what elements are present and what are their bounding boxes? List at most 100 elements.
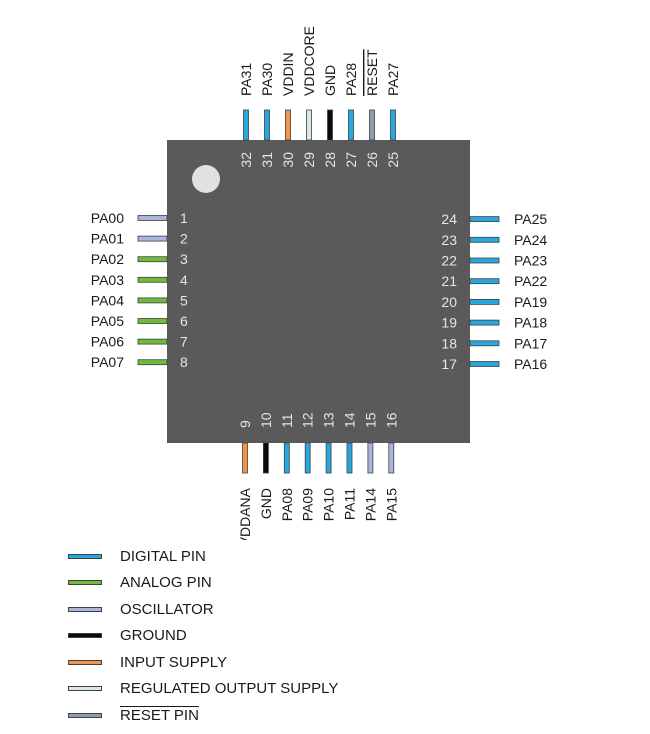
- legend-swatch-reset-pin: [68, 712, 102, 718]
- pin-number-13: 13: [321, 412, 337, 428]
- legend: DIGITAL PIN ANALOG PIN OSCILLATOR GROUND INP…: [68, 543, 338, 729]
- pin-number-23: 23: [441, 232, 457, 248]
- pin-31-lead: [264, 109, 270, 141]
- legend-swatch-regulated-output-supply: [68, 686, 102, 692]
- pin-number-1: 1: [180, 210, 188, 226]
- pin-label-pa02: PA02: [91, 251, 124, 267]
- pin-label-pa03: PA03: [91, 272, 124, 288]
- pin-16-lead: [388, 442, 395, 474]
- legend-label-oscillator: OSCILLATOR: [120, 600, 214, 618]
- pin-number-9: 9: [237, 420, 253, 428]
- pin-4-lead: [137, 276, 168, 283]
- pin-number-5: 5: [180, 292, 188, 308]
- pin1-marker-dot: [192, 165, 220, 193]
- pin-label-gnd: GND: [322, 65, 338, 96]
- pin-30-lead: [285, 109, 291, 141]
- pin-label-pa23: PA23: [514, 253, 547, 269]
- pin-5-lead: [137, 297, 168, 304]
- pin-label-vddana: VDDANA: [237, 487, 253, 540]
- chip-pinout-diagram: 1PA002PA013PA024PA035PA046PA057PA068PA07…: [91, 26, 548, 540]
- pin-number-12: 12: [300, 412, 316, 428]
- legend-item-digital-pin: DIGITAL PIN: [68, 543, 338, 570]
- pin-number-26: 26: [364, 152, 380, 168]
- pin-17-lead: [469, 361, 500, 367]
- pin-label-pa30: PA30: [259, 63, 275, 96]
- pin-number-28: 28: [322, 152, 338, 168]
- pin-number-19: 19: [441, 315, 457, 331]
- pin-label-pa31: PA31: [238, 63, 254, 96]
- pin-label-pa18: PA18: [514, 315, 547, 331]
- pin-label-pa09: PA09: [300, 488, 316, 521]
- pin-number-24: 24: [441, 211, 457, 227]
- pin-label-pa25: PA25: [514, 211, 547, 227]
- pin-number-10: 10: [258, 412, 274, 428]
- pin-number-21: 21: [441, 273, 457, 289]
- pin-label-pa06: PA06: [91, 334, 124, 350]
- pin-label-pa24: PA24: [514, 232, 547, 248]
- pin-number-25: 25: [385, 152, 401, 168]
- pin-3-lead: [137, 256, 168, 263]
- pin-label-pa27: PA27: [385, 63, 401, 96]
- pin-number-15: 15: [362, 412, 378, 428]
- legend-swatch-oscillator: [68, 606, 102, 612]
- pin-label-pa17: PA17: [514, 335, 547, 351]
- legend-item-input-supply: INPUT SUPPLY: [68, 649, 338, 676]
- pin-label-pa05: PA05: [91, 313, 124, 329]
- legend-item-ground: GROUND: [68, 623, 338, 650]
- pin-27-lead: [348, 109, 354, 141]
- pin-label-pa04: PA04: [91, 292, 124, 308]
- pin-label-pa19: PA19: [514, 294, 547, 310]
- pin-25-lead: [390, 109, 396, 141]
- pin-28-lead: [327, 109, 333, 141]
- pin-label-pa16: PA16: [514, 356, 547, 372]
- pin-11-lead: [283, 442, 290, 474]
- pin-2-lead: [137, 235, 168, 242]
- pin-22-lead: [469, 257, 500, 264]
- pin-number-17: 17: [441, 356, 457, 372]
- pin-label-pa14: PA14: [362, 488, 378, 521]
- legend-item-regulated-output-supply: REGULATED OUTPUT SUPPLY: [68, 676, 338, 703]
- pin-15-lead: [367, 442, 374, 474]
- pin-label-pa01: PA01: [91, 231, 124, 247]
- pin-32-lead: [243, 109, 249, 141]
- pin-7-lead: [137, 338, 168, 345]
- legend-swatch-analog-pin: [68, 580, 102, 586]
- pin-label-vddin: VDDIN: [280, 52, 296, 96]
- pin-number-27: 27: [343, 152, 359, 168]
- pins-layer: 1PA002PA013PA024PA035PA046PA057PA068PA07…: [91, 26, 548, 540]
- pin-number-20: 20: [441, 294, 457, 310]
- pin-9-lead: [242, 442, 248, 474]
- pin-number-31: 31: [259, 152, 275, 168]
- legend-label-ground: GROUND: [120, 627, 187, 645]
- pin-19-lead: [469, 319, 500, 326]
- pin-number-18: 18: [441, 335, 457, 351]
- legend-swatch-ground: [68, 633, 102, 639]
- legend-label-input-supply: INPUT SUPPLY: [120, 653, 227, 671]
- pin-label-pa22: PA22: [514, 273, 547, 289]
- legend-swatch-digital-pin: [68, 553, 102, 559]
- pin-number-3: 3: [180, 251, 188, 267]
- pin-26-lead: [369, 109, 375, 141]
- pin-23-lead: [469, 236, 500, 243]
- legend-swatch-input-supply: [68, 659, 102, 665]
- pin-label-pa07: PA07: [91, 354, 124, 370]
- legend-item-oscillator: OSCILLATOR: [68, 596, 338, 623]
- legend-label-reset-pin: RESET PIN: [120, 706, 199, 724]
- pin-13-lead: [325, 442, 332, 474]
- pin-21-lead: [469, 278, 500, 285]
- pin-12-lead: [304, 442, 311, 474]
- pin-number-4: 4: [180, 272, 188, 288]
- pin-number-7: 7: [180, 334, 188, 350]
- legend-label-analog-pin: ANALOG PIN: [120, 574, 212, 592]
- pin-8-lead: [137, 359, 168, 366]
- pin-20-lead: [469, 298, 500, 305]
- pin-number-32: 32: [238, 152, 254, 168]
- chip-body: [167, 140, 470, 443]
- pin-number-11: 11: [279, 413, 295, 428]
- pin-label-pa11: PA11: [342, 488, 358, 520]
- pin-label-pa08: PA08: [279, 488, 295, 521]
- pin-label-vddcore: VDDCORE: [301, 26, 317, 96]
- pin-number-6: 6: [180, 313, 188, 329]
- legend-item-analog-pin: ANALOG PIN: [68, 570, 338, 597]
- pin-18-lead: [469, 340, 500, 347]
